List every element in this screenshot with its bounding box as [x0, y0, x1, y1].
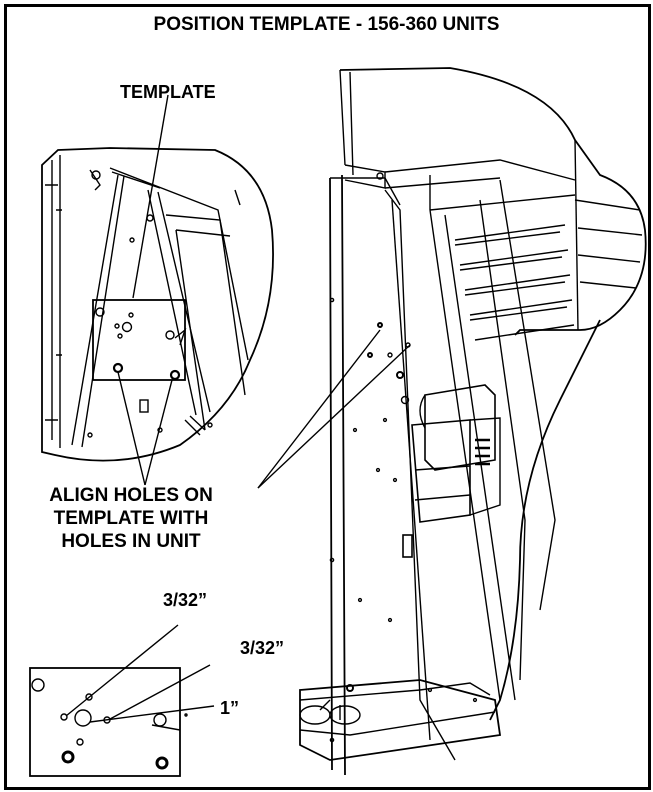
small-hole-dimension-2: 3/32” [240, 638, 285, 658]
template-detail-view [29, 624, 215, 777]
small-hole-dimension-1: 3/32” [163, 590, 208, 610]
large-hole-dimension: 1” [220, 698, 240, 718]
detail-inset-view [41, 147, 274, 462]
align-note-line-3: HOLES IN UNIT [61, 531, 201, 552]
align-note-line-2: TEMPLATE WITH [53, 508, 209, 529]
template-detail-plate [29, 667, 181, 777]
control-box [424, 384, 496, 471]
diagram-frame [4, 4, 651, 790]
align-holes-note: ALIGN HOLES ON TEMPLATE WITH HOLES IN UN… [0, 484, 262, 553]
align-leader-lines [117, 94, 411, 489]
unit-cabinet [299, 67, 647, 776]
template-label: TEMPLATE [120, 82, 216, 102]
align-note-line-1: ALIGN HOLES ON [49, 485, 213, 506]
template-plate [92, 299, 186, 381]
diagram-title: POSITION TEMPLATE - 156-360 UNITS [153, 14, 500, 35]
